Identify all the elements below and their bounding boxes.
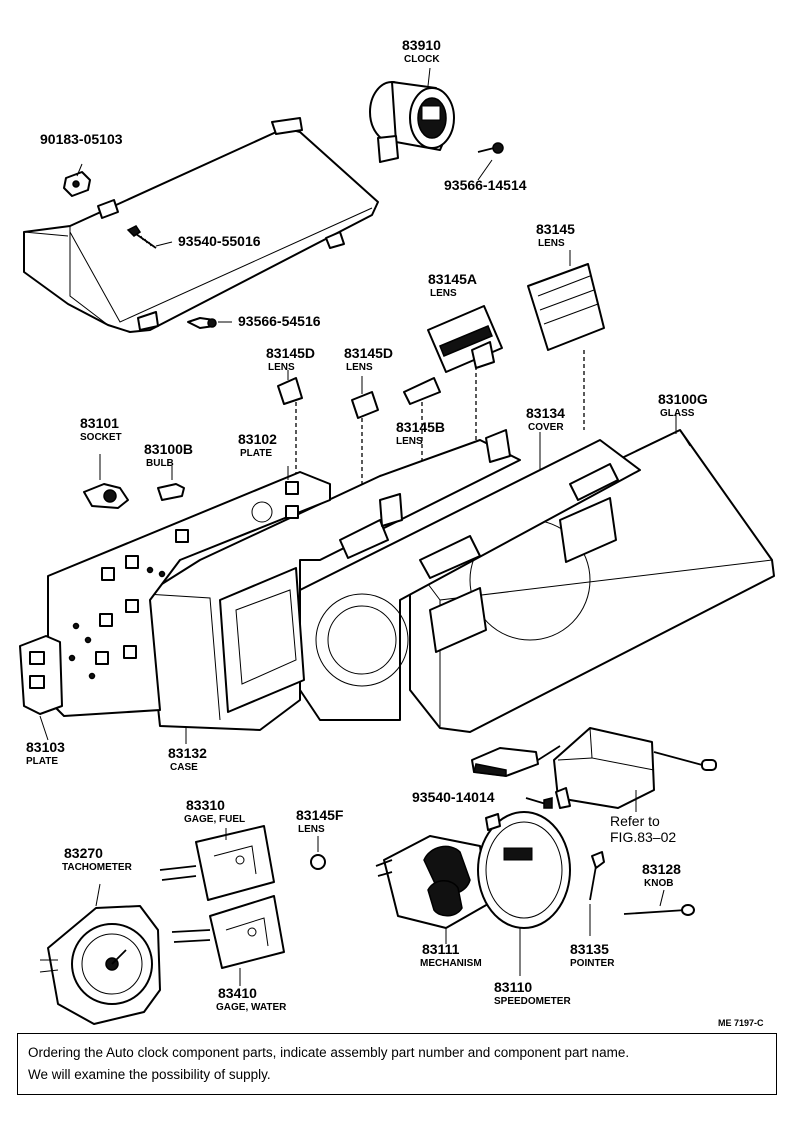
label-83100B-number: 83100B: [144, 441, 193, 457]
refer-line-1: Refer to: [610, 813, 660, 829]
label-83128-name: KNOB: [644, 878, 673, 889]
label-83132-number: 83132: [168, 745, 207, 761]
pointer-83135: [589, 851, 605, 936]
label-93566-54516: 93566-54516: [238, 313, 321, 329]
gage-fuel-83310: [159, 825, 275, 901]
label-83310-name: GAGE, FUEL: [184, 814, 245, 825]
esa-unit: [471, 727, 717, 812]
label-83145D-2-number: 83145D: [344, 345, 393, 361]
label-83101-name: SOCKET: [80, 432, 122, 443]
plate-holes: [68, 481, 299, 680]
label-83910-name: CLOCK: [404, 54, 440, 65]
label-93540-14014: 93540-14014: [412, 789, 495, 805]
plate-83102: [47, 471, 331, 717]
label-83910-number: 83910: [402, 37, 441, 53]
lens-83145D-left: [277, 370, 303, 405]
lens-83145A: [427, 305, 503, 373]
lens-83145: [527, 250, 605, 351]
label-83100B-name: BULB: [146, 458, 174, 469]
case-83132: [145, 429, 521, 731]
label-83145-name: LENS: [538, 238, 565, 249]
lens-83145F: [310, 836, 326, 870]
diagram-code: ME 7197-C: [718, 1018, 764, 1028]
ordering-note: Ordering the Auto clock component parts,…: [17, 1033, 777, 1095]
label-83145D-1-name: LENS: [268, 362, 295, 373]
clock-part: [369, 67, 455, 163]
note-line-1: Ordering the Auto clock component parts,…: [28, 1045, 630, 1060]
label-83145B-number: 83145B: [396, 419, 445, 435]
lens-83145B: [403, 377, 441, 405]
label-83270-number: 83270: [64, 845, 103, 861]
socket-83101: [83, 454, 129, 509]
leader-lines: [185, 414, 677, 744]
lens-83145D-right: [351, 376, 379, 419]
label-83132-name: CASE: [170, 762, 198, 773]
bulb-83100B: [157, 466, 185, 501]
label-83410-number: 83410: [218, 985, 257, 1001]
tachometer-83270: [39, 883, 161, 1025]
refer-line-2: FIG.83–02: [610, 829, 676, 845]
speedometer-83110: [477, 811, 571, 976]
cover-83134: [299, 439, 641, 721]
label-83134-name: COVER: [528, 422, 564, 433]
label-93540-55016: 93540-55016: [178, 233, 261, 249]
label-83145-number: 83145: [536, 221, 575, 237]
screw-93540-14014: [525, 797, 553, 809]
label-83102-name: PLATE: [240, 448, 272, 459]
label-83135-name: POINTER: [570, 958, 615, 969]
label-83310-number: 83310: [186, 797, 225, 813]
label-83145A-name: LENS: [430, 288, 457, 299]
label-83145F-number: 83145F: [296, 807, 344, 823]
label-90183-number: 90183-05103: [40, 131, 123, 147]
cluster-hood: [23, 117, 379, 333]
knob-83128: [623, 889, 695, 916]
note-line-2: We will examine the possibility of suppl…: [28, 1067, 271, 1082]
plate-83103: [19, 635, 63, 741]
label-83135-number: 83135: [570, 941, 609, 957]
label-83145D-1-number: 83145D: [266, 345, 315, 361]
screw-93540-55016: [126, 225, 173, 249]
label-83145A-number: 83145A: [428, 271, 477, 287]
label-83102-number: 83102: [238, 431, 277, 447]
label-83128-number: 83128: [642, 861, 681, 877]
label-93566-14514: 93566-14514: [444, 177, 527, 193]
label-83101-number: 83101: [80, 415, 119, 431]
label-83270-name: TACHOMETER: [62, 862, 133, 873]
label-83111-number: 83111: [422, 941, 460, 957]
label-83103-number: 83103: [26, 739, 65, 755]
label-83110-name: SPEEDOMETER: [494, 996, 571, 1007]
clip-90183-05103: [63, 163, 91, 197]
label-83100G-number: 83100G: [658, 391, 708, 407]
label-83103-name: PLATE: [26, 756, 58, 767]
label-83100G-name: GLASS: [660, 408, 695, 419]
label-83145B-name: LENS: [396, 436, 423, 447]
label-83110-number: 83110: [494, 979, 532, 995]
screw-93566-54516: [187, 317, 232, 329]
label-83134-number: 83134: [526, 405, 565, 421]
label-83111-name: MECHANISM: [420, 958, 482, 969]
label-83145F-name: LENS: [298, 824, 325, 835]
label-83145D-2-name: LENS: [346, 362, 373, 373]
label-83410-name: GAGE, WATER: [216, 1002, 287, 1013]
mechanism-83111: [375, 835, 489, 944]
part-labels: 83910 CLOCK 90183-05103 93566-14514 9354…: [26, 37, 708, 1013]
screw-93566-14514: [477, 142, 504, 181]
gage-water-83410: [171, 895, 285, 986]
